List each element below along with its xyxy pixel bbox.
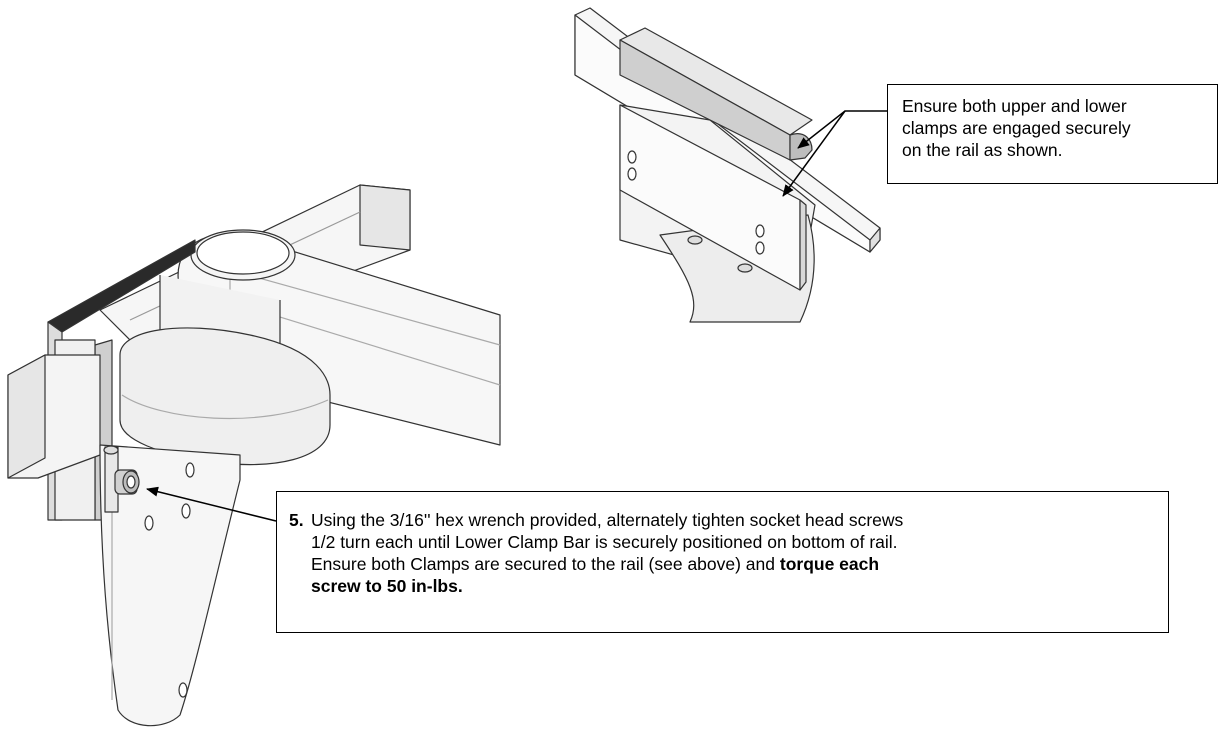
step-text-line: Ensure both Clamps are secured to the ra… <box>289 553 1158 575</box>
callout-line: on the rail as shown. <box>902 140 1063 160</box>
leader-to-screw <box>146 486 277 522</box>
clamp-detail-view <box>574 7 881 323</box>
arm-assembly <box>7 184 501 727</box>
step-text-line: 1/2 turn each until Lower Clamp Bar is s… <box>311 532 898 552</box>
leader-to-lower-clamp <box>782 110 846 197</box>
callout-line: clamps are engaged securely <box>902 118 1131 138</box>
callout-line: Ensure both upper and lower <box>902 96 1127 116</box>
leader-lines <box>146 110 887 522</box>
rail-front <box>7 354 101 479</box>
leader-to-upper-clamp <box>797 110 887 149</box>
lower-clamp <box>619 104 807 291</box>
step-text-emphasis: screw to 50 in-lbs. <box>311 576 463 596</box>
step-text-emphasis: torque each <box>779 554 880 574</box>
step-text-plain: Ensure both Clamps are secured to the ra… <box>311 554 780 574</box>
step-text-line: Using the 3/16'' hex wrench provided, al… <box>311 510 904 530</box>
socket-head-screw <box>103 445 140 513</box>
clamp-engagement-callout: Ensure both upper and lower clamps are e… <box>887 84 1218 184</box>
step-number: 5. <box>289 510 304 530</box>
step-5-instruction-callout: 5. Using the 3/16'' hex wrench provided,… <box>276 491 1169 633</box>
upper-clamp <box>619 27 813 161</box>
